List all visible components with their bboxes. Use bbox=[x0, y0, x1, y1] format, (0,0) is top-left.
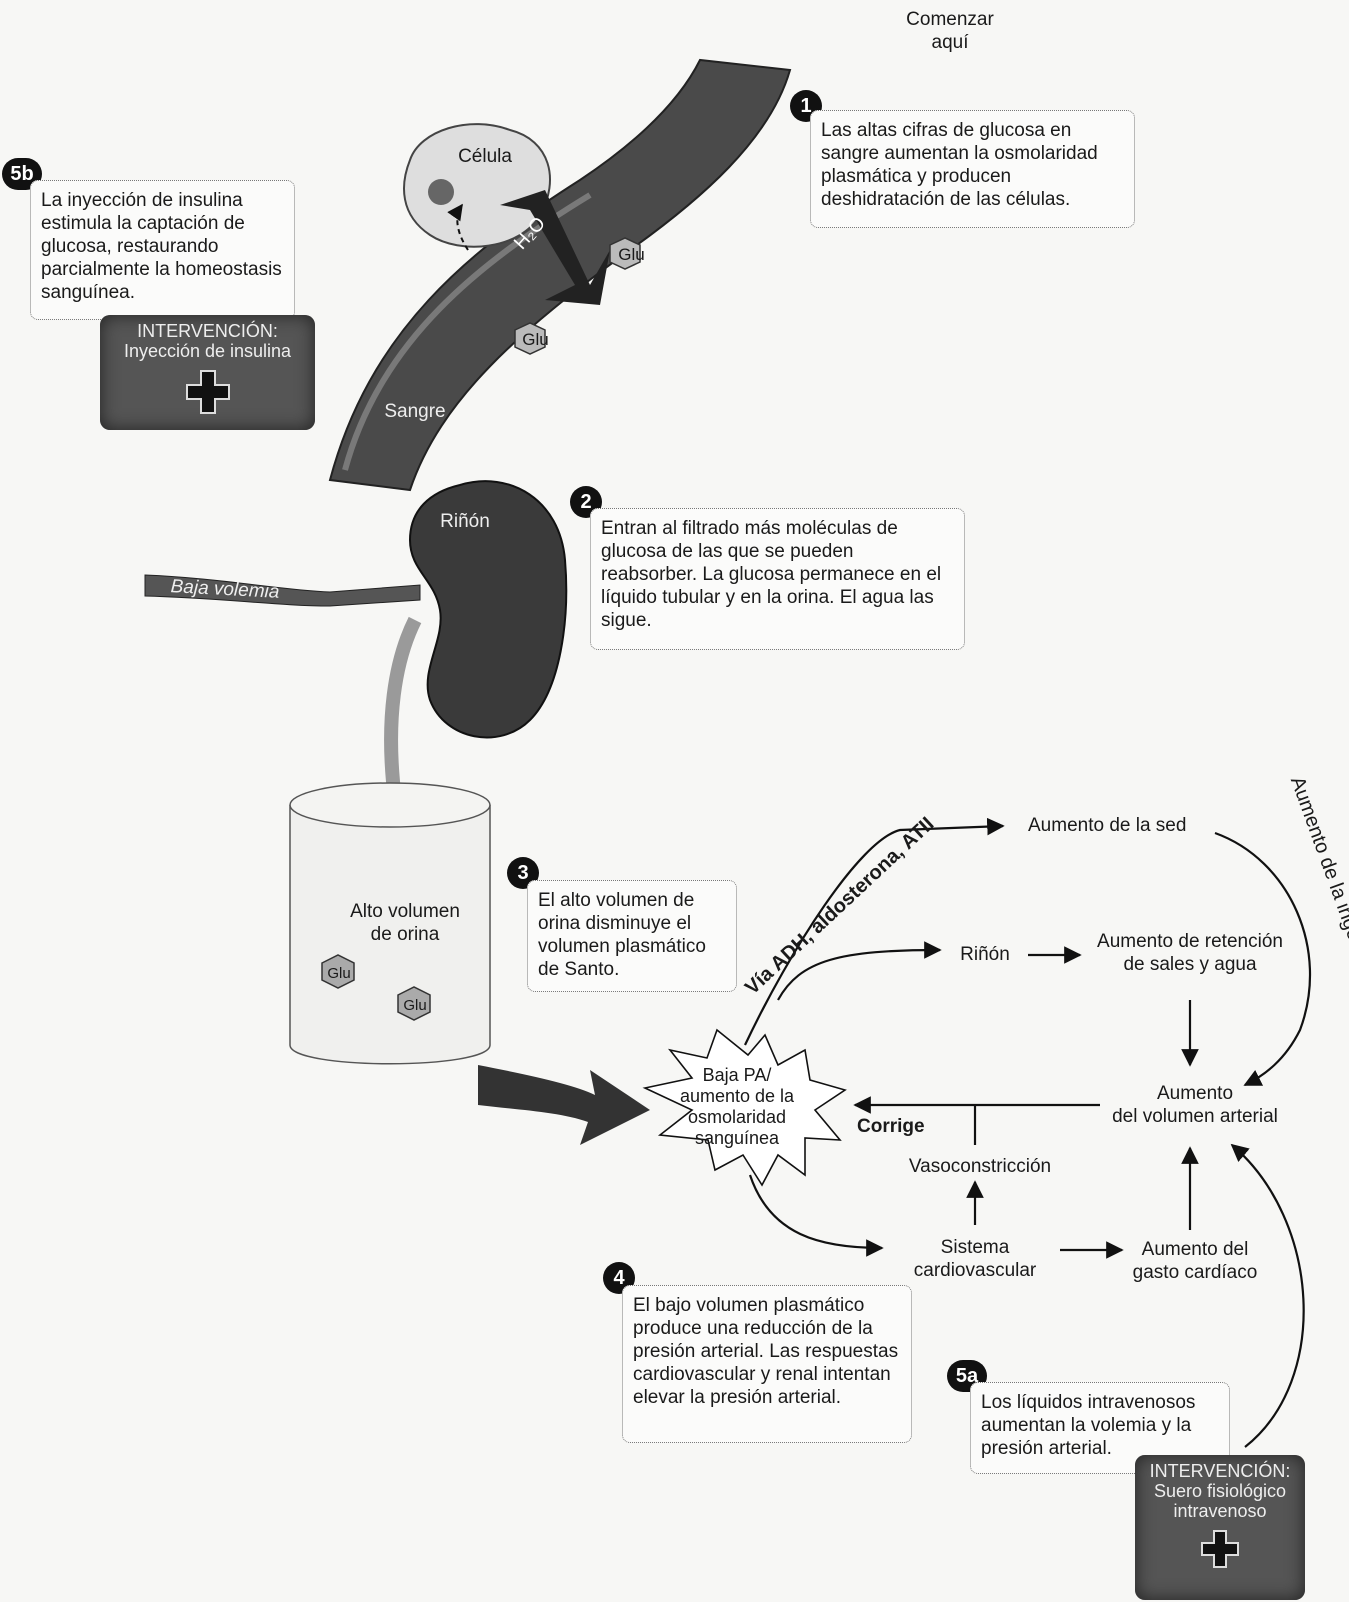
kidney-label: Riñón bbox=[425, 510, 505, 533]
glucose-label-4: Glu bbox=[392, 994, 438, 1017]
plus-icon bbox=[185, 369, 231, 415]
glucose-label-1: Glu bbox=[604, 243, 659, 266]
cardiac-output-label: Aumento del gasto cardíaco bbox=[1125, 1238, 1265, 1284]
cell-label: Célula bbox=[445, 145, 525, 168]
big-arrow bbox=[478, 1065, 650, 1145]
saline-intervention-text: Suero fisiológico intravenoso bbox=[1135, 1481, 1305, 1521]
center-label: Baja PA/ aumento de la osmolaridad sangu… bbox=[677, 1065, 797, 1149]
insulin-intervention-title: INTERVENCIÓN: bbox=[100, 321, 315, 341]
saline-intervention-panel: INTERVENCIÓN: Suero fisiológico intraven… bbox=[1135, 1455, 1305, 1600]
cardio-system-label: Sistema cardiovascular bbox=[895, 1236, 1055, 1282]
retention-label: Aumento de retención de sales y agua bbox=[1085, 930, 1295, 976]
blood-vessel bbox=[330, 60, 790, 490]
step-5b-box: La inyección de insulina estimula la cap… bbox=[30, 180, 295, 320]
vasoconstriction-label: Vasoconstricción bbox=[895, 1155, 1065, 1178]
saline-intervention-title: INTERVENCIÓN: bbox=[1135, 1461, 1305, 1481]
glucose-label-3: Glu bbox=[316, 962, 362, 985]
blood-label: Sangre bbox=[375, 400, 455, 423]
urine-label: Alto volumen de orina bbox=[335, 900, 475, 946]
insulin-intervention-panel: INTERVENCIÓN: Inyección de insulina bbox=[100, 315, 315, 430]
insulin-intervention-text: Inyección de insulina bbox=[100, 341, 315, 361]
corrige-label: Corrige bbox=[857, 1115, 937, 1138]
plus-icon bbox=[1200, 1529, 1240, 1569]
thirst-label: Aumento de la sed bbox=[1028, 814, 1218, 837]
start-label: Comenzar aquí bbox=[885, 8, 1015, 54]
arterial-volume-label: Aumento del volumen arterial bbox=[1100, 1082, 1290, 1128]
cell-nucleus bbox=[428, 179, 454, 205]
flow-kidney-label: Riñón bbox=[950, 943, 1020, 966]
step-1-box: Las altas cifras de glucosa en sangre au… bbox=[810, 110, 1135, 228]
step-3-box: El alto volumen de orina disminuye el vo… bbox=[527, 880, 737, 992]
glucose-label-2: Glu bbox=[508, 328, 563, 351]
step-2-box: Entran al filtrado más moléculas de gluc… bbox=[590, 508, 965, 650]
step-4-box: El bajo volumen plasmático produce una r… bbox=[622, 1285, 912, 1443]
